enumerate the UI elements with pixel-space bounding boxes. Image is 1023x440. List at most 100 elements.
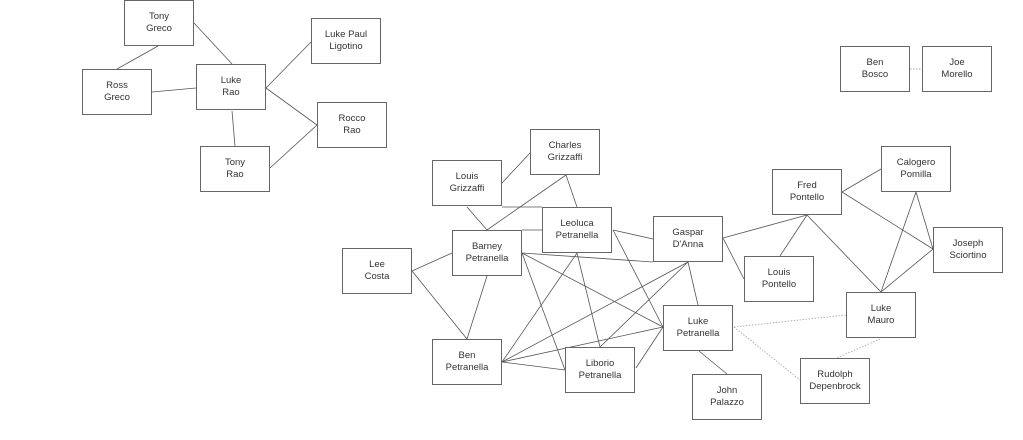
edge-ben-petranella-to-luke-petranella [501,326,664,363]
edge-ross-greco-to-luke-rao [151,87,197,93]
node-label-line1: Barney [471,241,503,252]
node-label-line2: Ligotino [329,41,363,52]
node-label-line1: Rudolph [817,369,853,380]
node-label-line1: Luke [870,303,892,314]
node-label-line1: Ross [106,80,128,91]
edge-charles-grizzaffi-to-barney-petranella [486,174,567,231]
edge-tony-rao-to-rocco-rao [269,124,318,169]
node-label-line1: Lee [369,259,385,270]
edge-fred-pontello-to-luke-mauro [806,214,882,293]
edge-leoluca-petranella-to-luke-petranella [612,229,664,328]
node-label-line1: Liborio [585,358,615,369]
node-label-line2: Grizzaffi [547,152,583,163]
edge-luke-petranella-to-luke-mauro [733,314,847,328]
edge-tony-greco-to-luke-rao [193,22,233,65]
edge-luke-petranella-to-rudolph-depenbrock [733,326,801,381]
edge-leoluca-petranella-to-ben-petranella [501,252,578,363]
node-label-line1: Rocco [338,113,366,124]
node-label-line1: John [716,385,738,396]
node-label-line1: Tony [224,157,246,168]
edge-liborio-petranella-to-luke-petranella [635,326,664,369]
edge-fred-pontello-to-joseph-sciortino [841,191,934,250]
edge-gaspar-danna-to-ben-petranella [501,261,689,363]
node-label-line1: Calogero [896,157,936,168]
node-label-line1: Luke Paul [324,29,368,40]
node-label-line2: Palazzo [710,397,744,408]
edge-louis-grizzaffi-to-charles-grizzaffi [501,152,531,184]
edge-gaspar-danna-to-liborio-petranella [599,261,689,348]
node-label-line2: Costa [364,271,390,282]
node-label-line2: Grizzaffi [449,183,485,194]
node-label-line2: Greco [104,92,130,103]
node-label-line2: Petranella [555,230,599,241]
node-label-line2: Petranella [445,362,489,373]
edge-leoluca-petranella-to-liborio-petranella [576,252,601,348]
edge-luke-rao-to-rocco-rao [265,87,318,126]
edge-ben-petranella-to-liborio-petranella [501,361,566,371]
node-label-line1: Luke [687,316,709,327]
node-label-line2: Morello [941,69,973,80]
edge-lee-costa-to-barney-petranella [411,252,453,272]
node-label-line2: Greco [146,23,172,34]
node-label-line2: D'Anna [672,239,704,250]
node-label-line2: Pontello [789,192,825,203]
edge-tony-greco-to-ross-greco [116,45,159,70]
node-label-line2: Sciortino [949,250,987,261]
node-label-line2: Rao [222,87,240,98]
node-label-line1: Gaspar [672,227,704,238]
node-label-line2: Pomilla [900,169,932,180]
edge-gaspar-danna-to-louis-pontello [722,237,745,280]
edge-barney-petranella-to-liborio-petranella [521,252,566,371]
node-label-line1: Luke [220,75,242,86]
edge-louis-grizzaffi-to-barney-petranella [466,206,488,231]
edge-luke-petranella-to-john-palazzo [698,350,728,375]
node-label-line1: Ben [458,350,476,361]
node-label-line1: Fred [797,180,817,191]
node-label-line1: Joe [949,57,965,68]
node-label-line2: Petranella [578,370,622,381]
edge-fred-pontello-to-calogero-pomilla [841,168,882,193]
edge-barney-petranella-to-gaspar-danna [521,252,654,263]
edge-barney-petranella-to-luke-petranella [521,252,664,328]
node-label-line2: Petranella [465,253,509,264]
edge-luke-mauro-to-rudolph-depenbrock [836,338,881,359]
edge-luke-rao-to-tony-rao [231,110,236,147]
node-label-line2: Mauro [867,315,895,326]
node-label-line2: Petranella [676,328,720,339]
node-label-line2: Rao [226,169,244,180]
edge-gaspar-danna-to-fred-pontello [722,214,808,239]
node-label-line2: Pontello [761,279,797,290]
edge-barney-petranella-to-ben-petranella [466,275,488,340]
edge-luke-rao-to-luke-paul-ligotino [265,41,312,89]
edge-gaspar-danna-to-luke-petranella [687,261,699,306]
node-label-line2: Rao [343,125,361,136]
node-label-line1: Ben [866,57,884,68]
node-label-line2: Depenbrock [809,381,861,392]
edge-fred-pontello-to-louis-pontello [779,214,808,257]
